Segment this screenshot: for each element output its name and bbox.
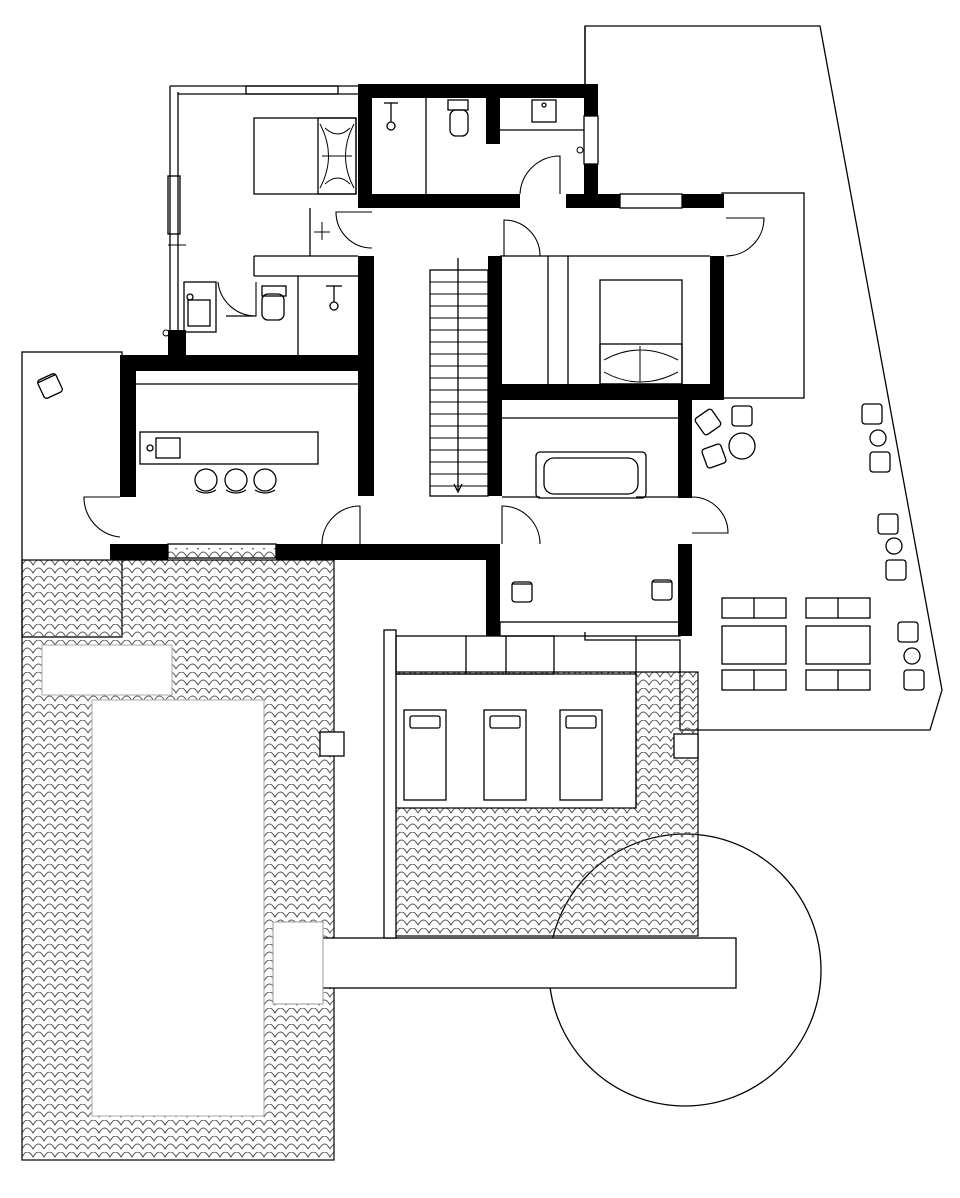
sofa-icon: [805, 597, 871, 691]
door-swing-icon: [83, 155, 765, 545]
pool-skimmer-right: [673, 733, 699, 759]
sofa-icon: [721, 597, 787, 691]
stair-icon: [429, 258, 489, 497]
pool-step-platform: [41, 644, 173, 696]
bistro-set-icon: [694, 405, 756, 469]
sun-lounger-icon: [483, 709, 527, 801]
pool-inner-deck: [91, 699, 265, 1117]
exterior-walls: [110, 84, 724, 636]
bed-icon: [599, 279, 683, 385]
upper-right-garden-outline: [584, 25, 943, 731]
pool-skimmer: [319, 731, 345, 757]
lounger-deck: [395, 673, 637, 809]
chair-icon: [37, 373, 63, 399]
house-interior: [120, 86, 725, 632]
bed-icon: [253, 117, 357, 195]
shower-icon: [384, 102, 398, 131]
sun-lounger-icon: [403, 709, 447, 801]
partitions: [136, 85, 710, 637]
sun-lounger-icon: [559, 709, 603, 801]
kitchen-island-icon: [139, 431, 319, 465]
bathtub-icon: [535, 451, 647, 499]
toilet-icon: [261, 285, 287, 321]
sink-icon: [183, 281, 217, 333]
outdoor-chairs-column: [861, 403, 925, 691]
patio-bench-row: [395, 635, 555, 675]
sink-icon: [531, 99, 557, 123]
chair-icon: [651, 579, 673, 601]
stool-icon: [194, 468, 277, 494]
chair-icon: [511, 581, 533, 603]
toilet-icon: [447, 99, 469, 137]
shower-icon: [326, 285, 342, 311]
walkway-bridge: [315, 937, 737, 989]
patio-roof-post: [383, 629, 397, 939]
walkway-step: [272, 921, 324, 1005]
